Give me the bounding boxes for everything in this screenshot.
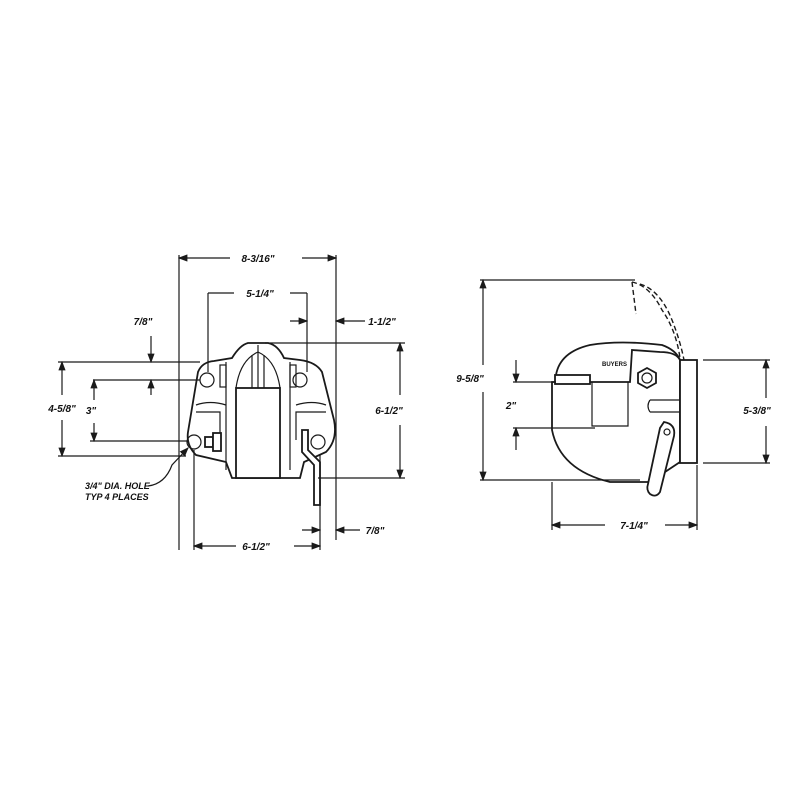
hex-bolt xyxy=(637,366,657,390)
dimension-lines xyxy=(58,254,405,550)
brand-label: BUYERS xyxy=(602,362,627,368)
dim-overall-depth: 7-1/4" xyxy=(620,521,648,532)
dim-plate-height: 5-3/8" xyxy=(743,406,771,417)
dim-jaw-opening: 2" xyxy=(505,401,517,412)
hole-note-line2: TYP 4 PLACES xyxy=(85,492,149,502)
side-body: BUYERS xyxy=(551,281,698,497)
release-lever xyxy=(646,421,676,497)
dim-outer-height: 4-5/8" xyxy=(47,404,76,415)
dim-side-overall-height: 9-5/8" xyxy=(456,374,484,385)
mount-hole xyxy=(310,434,326,450)
dim-top-hole-spacing: 5-1/4" xyxy=(246,289,274,300)
side-view: BUYERS 9-5/8" 2" 5-3/8" xyxy=(456,278,771,532)
dim-top-hole-offset: 7/8" xyxy=(134,317,153,328)
front-body xyxy=(186,342,336,506)
dim-hole-vertical-spacing: 3" xyxy=(86,406,97,417)
hole-note-line1: 3/4" DIA. HOLE xyxy=(85,481,151,491)
side-dimension-lines xyxy=(479,278,770,530)
dim-overall-width: 8-3/16" xyxy=(241,254,274,265)
dim-overall-height: 6-1/2" xyxy=(375,406,403,417)
dim-bottom-hole-spacing: 6-1/2" xyxy=(242,542,270,553)
mount-hole xyxy=(186,434,202,450)
front-view: 8-3/16" 5-1/4" 1-1/2" 7/8" 4-5/8" 3" 6-1… xyxy=(47,254,405,553)
mount-hole xyxy=(292,372,308,388)
dim-bottom-right-offset: 7/8" xyxy=(366,526,385,537)
dim-right-offset: 1-1/2" xyxy=(368,317,396,328)
